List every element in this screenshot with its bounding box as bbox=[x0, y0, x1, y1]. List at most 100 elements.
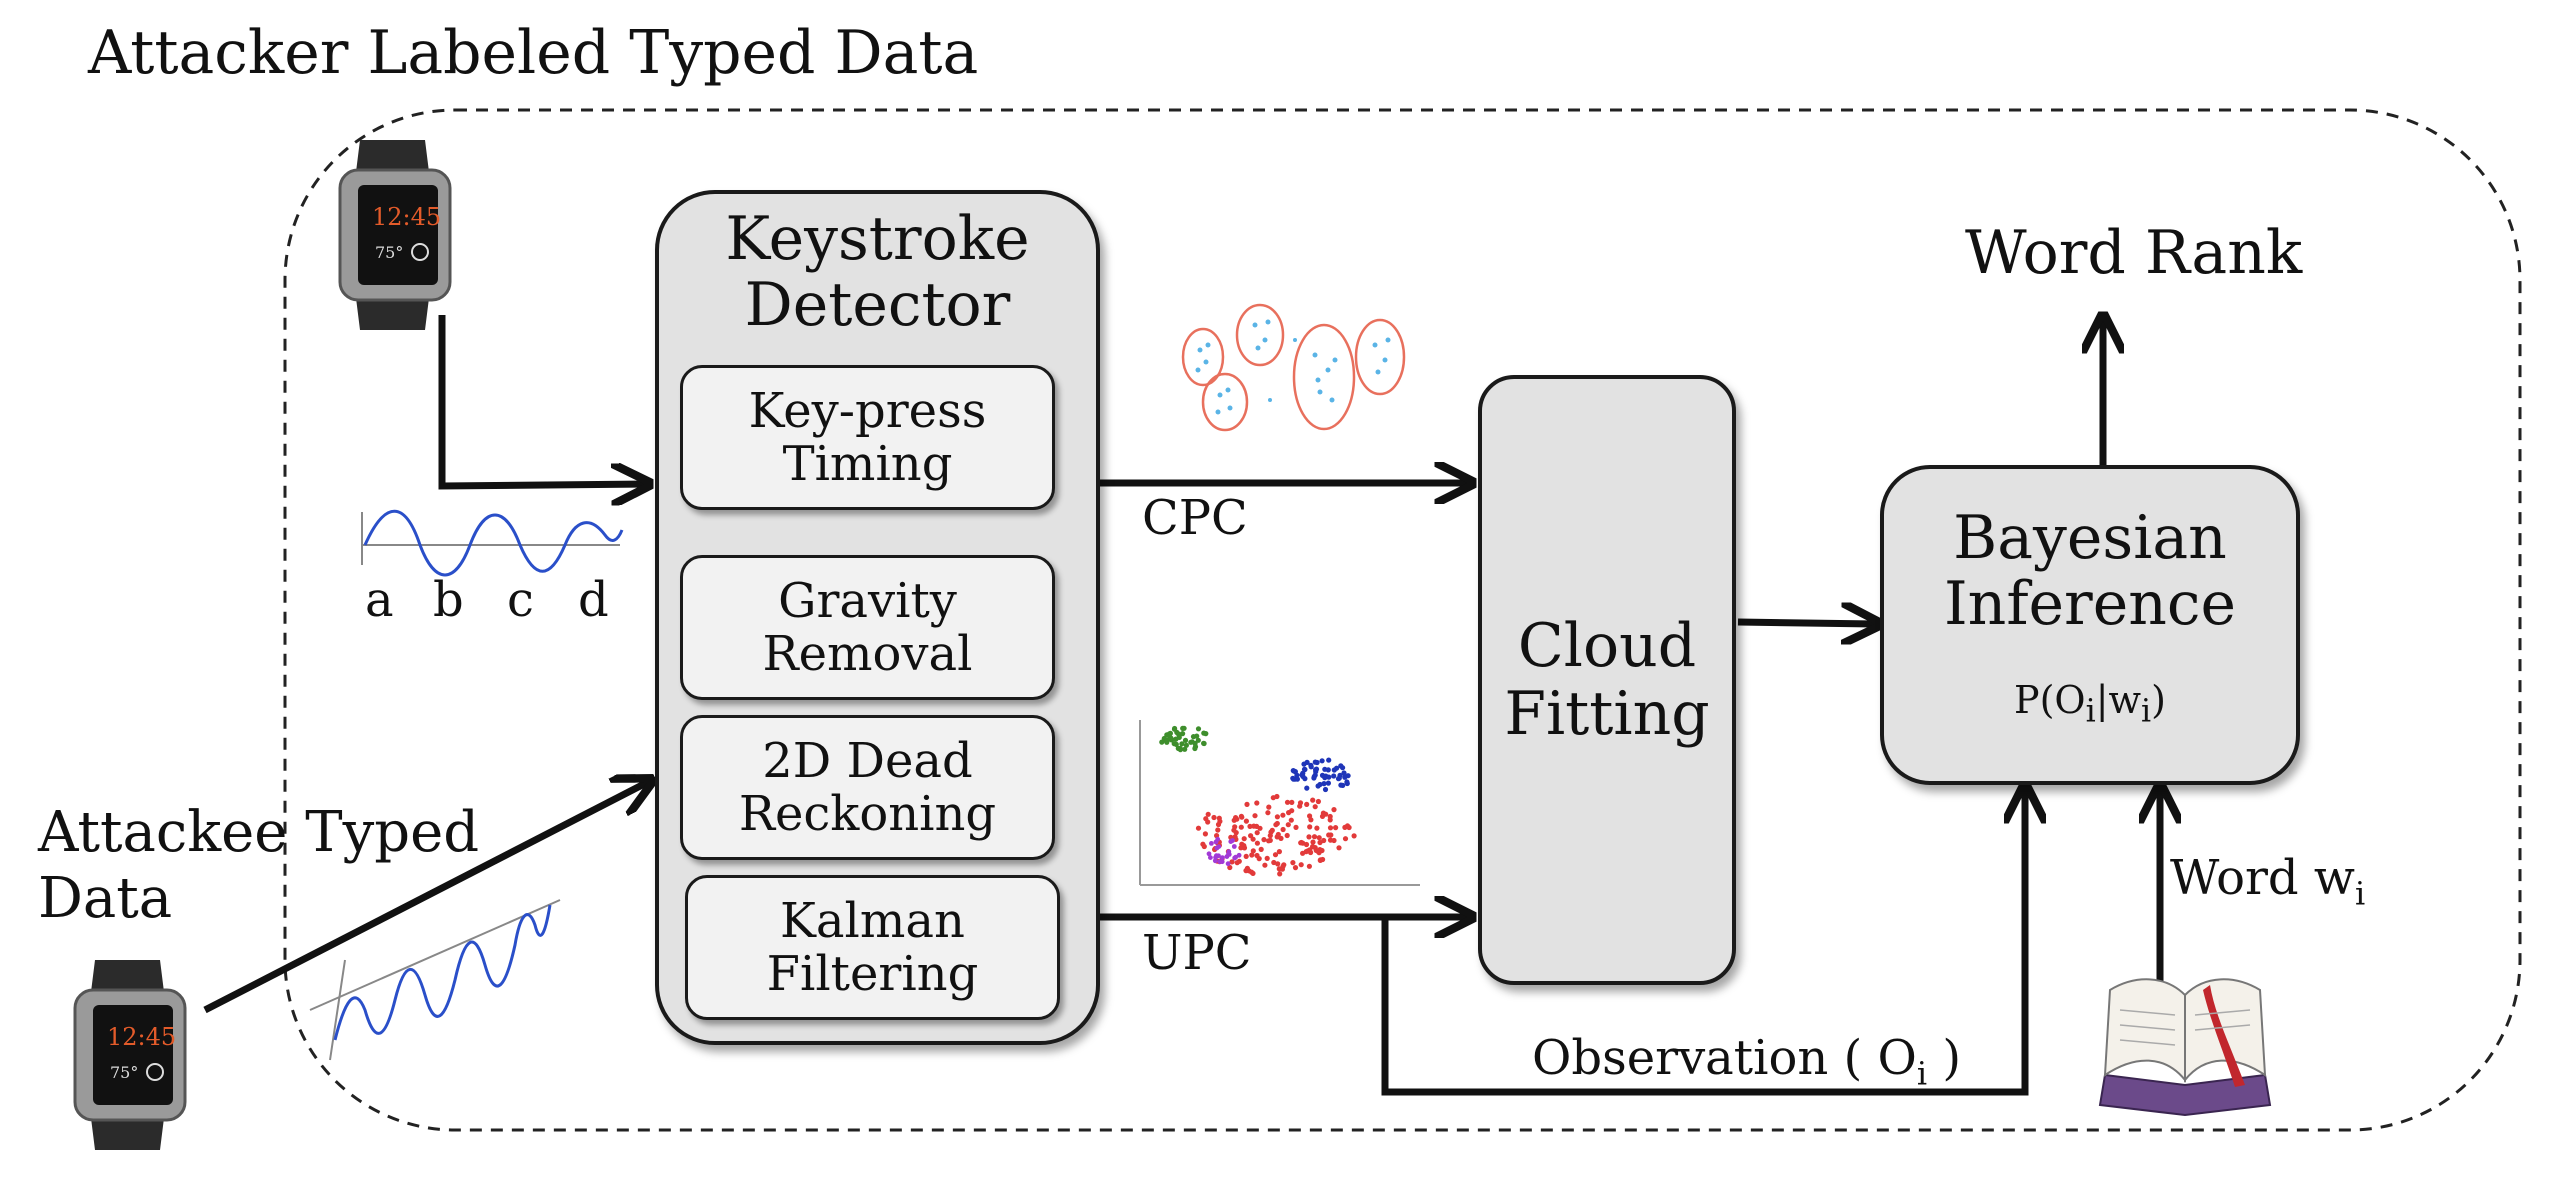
scatter-point bbox=[1254, 840, 1260, 846]
scatter-point bbox=[1299, 772, 1305, 778]
arrow-observation bbox=[1381, 790, 2025, 1096]
scatter-point bbox=[1310, 839, 1316, 845]
scatter-point bbox=[1164, 737, 1170, 744]
cpc-cluster-plot bbox=[1181, 303, 1406, 432]
scatter-point bbox=[1243, 818, 1249, 824]
scatter-point bbox=[1271, 859, 1277, 866]
scatter-point bbox=[1209, 841, 1214, 846]
scatter-point bbox=[1195, 825, 1202, 831]
scatter-point bbox=[1254, 830, 1260, 836]
scatter-point bbox=[1254, 800, 1260, 806]
scatter-point bbox=[1311, 834, 1318, 840]
scatter-point bbox=[1243, 853, 1249, 860]
word-rank-label: Word Rank bbox=[1965, 218, 2303, 288]
scatter-point bbox=[1286, 810, 1292, 816]
scatter-point bbox=[1205, 819, 1211, 825]
scatter-point bbox=[1257, 825, 1263, 831]
scatter-point bbox=[1172, 725, 1178, 732]
scatter-point bbox=[1214, 845, 1220, 851]
scatter-point bbox=[1270, 795, 1276, 801]
scatter-point bbox=[1254, 852, 1260, 859]
scatter-point bbox=[1326, 774, 1332, 780]
scatter-point bbox=[1316, 835, 1322, 841]
scatter-point bbox=[1265, 810, 1271, 816]
scatter-point bbox=[1250, 848, 1256, 854]
scatter-point bbox=[1319, 758, 1325, 764]
scatter-point bbox=[1183, 742, 1189, 748]
scatter-point bbox=[1188, 739, 1194, 745]
scatter-point bbox=[1336, 845, 1342, 851]
scatter-point bbox=[1319, 847, 1325, 854]
scatter-point bbox=[1227, 864, 1233, 871]
scatter-point bbox=[1201, 730, 1207, 736]
scatter-point bbox=[1294, 776, 1300, 782]
cpc-cluster-dots bbox=[1195, 319, 1391, 415]
scatter-point bbox=[1269, 827, 1275, 834]
scatter-point bbox=[1274, 814, 1280, 820]
scatter-point bbox=[1312, 804, 1318, 810]
svg-text:12:45: 12:45 bbox=[372, 203, 441, 231]
scatter-point bbox=[1334, 765, 1340, 771]
scatter-point bbox=[1301, 766, 1308, 772]
attackee-label: Attackee Typed Data bbox=[38, 800, 480, 931]
scatter-point bbox=[1319, 772, 1326, 779]
smartwatch-icon: 12:45 75° bbox=[73, 960, 187, 1150]
scatter-point bbox=[1290, 775, 1296, 781]
scatter-point bbox=[1311, 774, 1317, 780]
scatter-point bbox=[1182, 737, 1189, 744]
upc-scatter-plot bbox=[1139, 720, 1420, 886]
scatter-point bbox=[1307, 824, 1313, 830]
scatter-point bbox=[1247, 823, 1253, 830]
scatter-point bbox=[1321, 781, 1327, 787]
scatter-point bbox=[1298, 839, 1304, 846]
scatter-point bbox=[1302, 776, 1308, 782]
scatter-point bbox=[1301, 761, 1307, 767]
scatter-point bbox=[1248, 833, 1254, 839]
scatter-point bbox=[1317, 839, 1323, 846]
scatter-point bbox=[1250, 870, 1256, 877]
scatter-point bbox=[1180, 725, 1186, 732]
scatter-point bbox=[1233, 830, 1239, 836]
scatter-point bbox=[1216, 853, 1221, 859]
scatter-point bbox=[1314, 825, 1320, 831]
scatter-point bbox=[1310, 797, 1316, 803]
likelihood-formula: P(Oi|wi) bbox=[2014, 678, 2166, 730]
scatter-point bbox=[1251, 823, 1257, 829]
scatter-point bbox=[1314, 759, 1320, 766]
scatter-point bbox=[1290, 860, 1296, 866]
dashed-boundary bbox=[283, 108, 2522, 1132]
labeled-waveform bbox=[361, 510, 624, 577]
waveform-letter-c: c bbox=[507, 572, 534, 628]
svg-text:75°: 75° bbox=[110, 1063, 138, 1082]
scatter-point bbox=[1327, 813, 1333, 820]
scatter-point bbox=[1280, 826, 1286, 833]
scatter-point bbox=[1215, 836, 1221, 842]
scatter-point bbox=[1292, 865, 1299, 871]
scatter-point bbox=[1297, 800, 1304, 806]
scatter-point bbox=[1238, 824, 1244, 830]
scatter-point bbox=[1226, 851, 1231, 857]
scatter-point bbox=[1304, 785, 1310, 791]
scatter-point bbox=[1159, 739, 1165, 745]
scatter-point bbox=[1304, 801, 1310, 808]
scatter-point bbox=[1277, 871, 1283, 877]
arrow-cloud-to-bayesian bbox=[1737, 622, 1875, 624]
scatter-point bbox=[1243, 868, 1249, 874]
scatter-point bbox=[1325, 780, 1331, 786]
scatter-point bbox=[1192, 744, 1199, 750]
scatter-point bbox=[1258, 846, 1264, 853]
scatter-point bbox=[1313, 766, 1320, 772]
scatter-point bbox=[1202, 831, 1208, 837]
scatter-point bbox=[1320, 810, 1326, 816]
scatter-point bbox=[1249, 852, 1255, 858]
scatter-point bbox=[1333, 825, 1339, 831]
smartwatch-icon: 12:45 75° bbox=[338, 140, 452, 330]
scatter-point bbox=[1342, 774, 1348, 780]
scatter-point bbox=[1285, 822, 1291, 828]
scatter-point bbox=[1275, 861, 1281, 867]
scatter-point bbox=[1225, 861, 1231, 867]
observation-label: Observation ( Oi ) bbox=[1532, 1030, 1962, 1093]
scatter-point bbox=[1351, 833, 1357, 839]
